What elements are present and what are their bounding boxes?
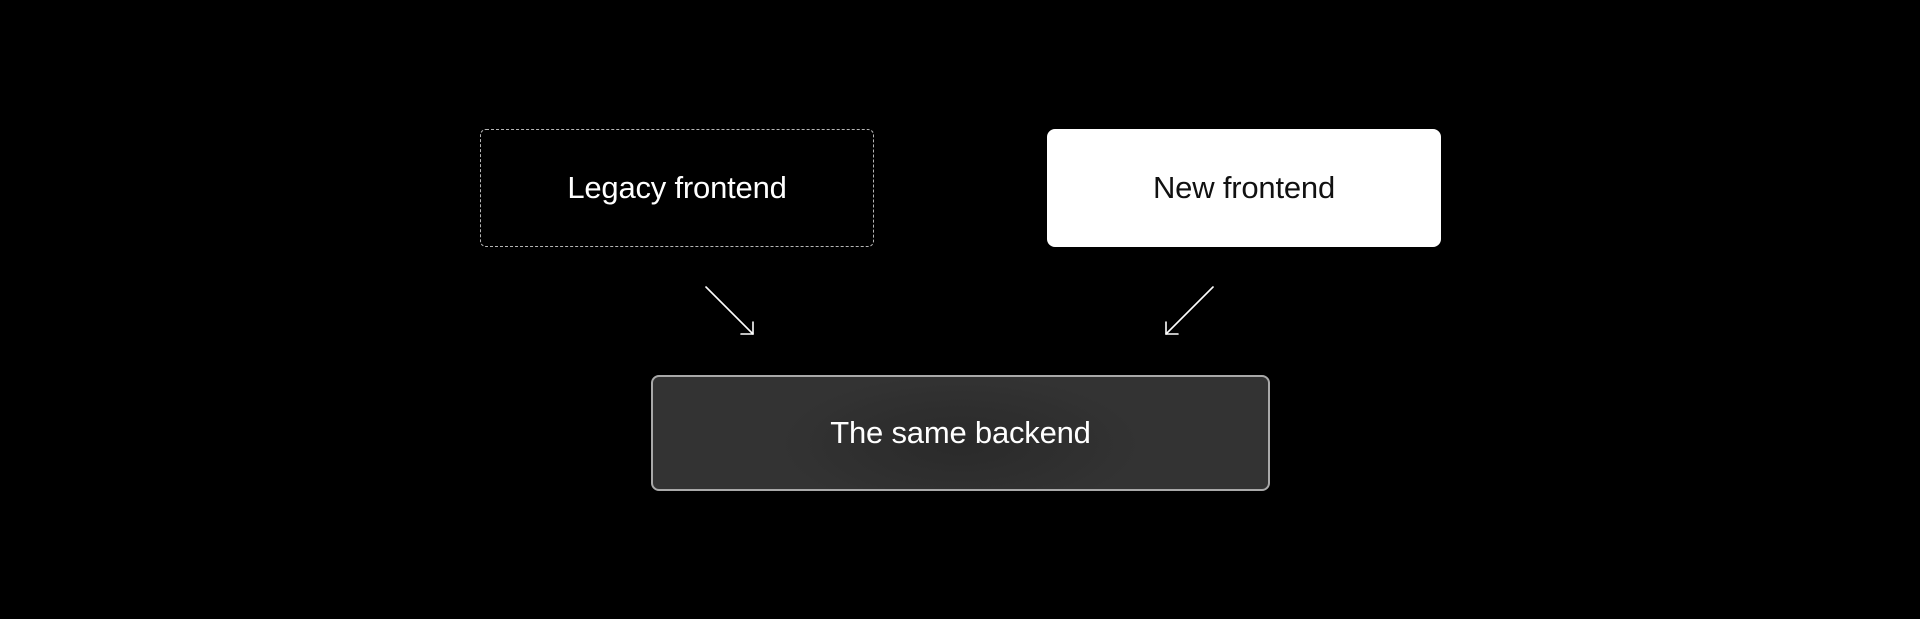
- legacy-frontend-label: Legacy frontend: [567, 170, 787, 205]
- backend-label: The same backend: [830, 415, 1091, 450]
- new-frontend-node: New frontend: [1047, 129, 1441, 247]
- backend-node: The same backend: [651, 375, 1270, 491]
- arrow-new-to-backend: [1165, 286, 1214, 335]
- legacy-frontend-node: Legacy frontend: [480, 129, 874, 247]
- new-frontend-label: New frontend: [1153, 170, 1335, 205]
- arrow-legacy-to-backend: [705, 286, 754, 335]
